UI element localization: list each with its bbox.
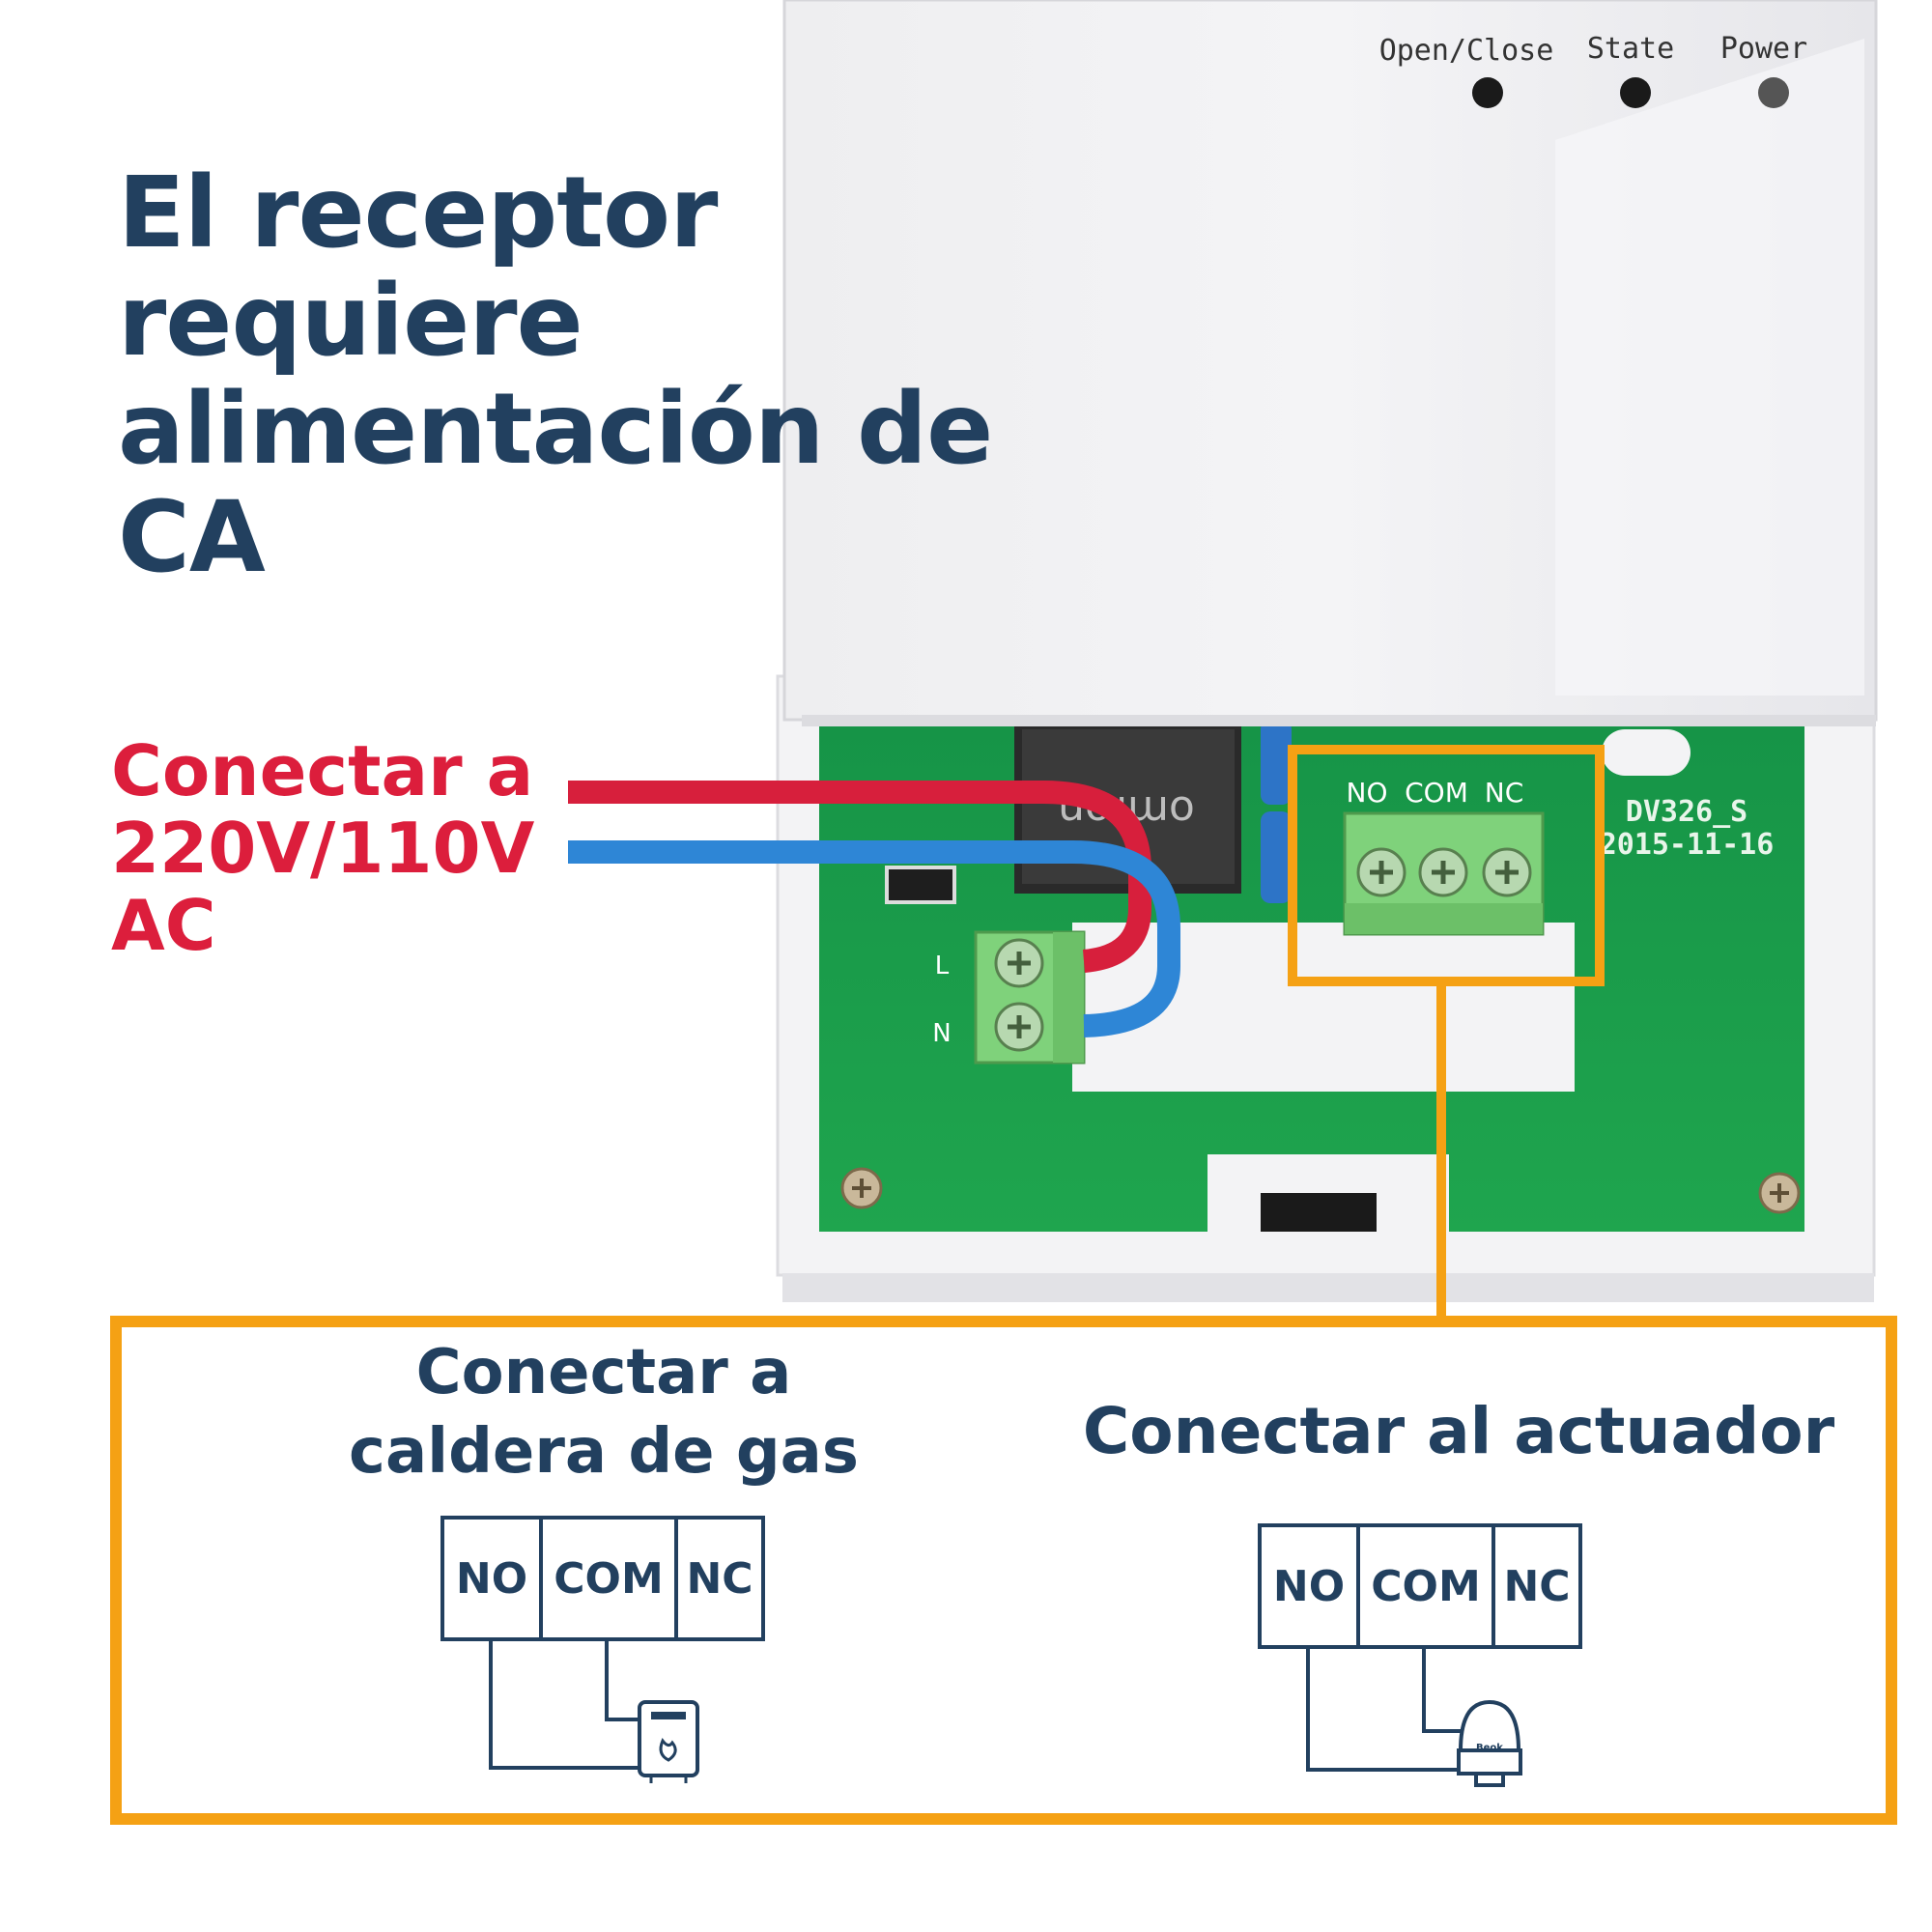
gas-boiler-icon <box>638 1700 699 1783</box>
gas-terminal-nc: NC <box>686 1553 753 1604</box>
gas-title-line-2: caldera de gas <box>349 1416 859 1488</box>
gas-terminal-no: NO <box>444 1520 543 1637</box>
led-state <box>1620 77 1651 108</box>
power-label-line-3: AC <box>111 885 216 966</box>
led-power <box>1758 77 1789 108</box>
act-terminal-no: NO <box>1262 1527 1360 1645</box>
terminal-label-l: L <box>935 952 950 980</box>
gas-wire-no <box>489 1641 639 1770</box>
pcb-label-no: NO <box>1347 777 1388 809</box>
board-id: DV326_S <box>1626 795 1747 829</box>
actuator-terminal-diagram: NO COM NC <box>1258 1523 1582 1649</box>
power-label-line-1: Conectar a <box>111 730 534 811</box>
act-terminal-com: COM <box>1360 1527 1495 1645</box>
terminal-label-n: N <box>932 1019 951 1048</box>
gas-wire-com <box>605 1641 639 1721</box>
gas-title-line-1: Conectar a <box>415 1337 792 1408</box>
pcb-label-nc: NC <box>1485 777 1524 809</box>
power-terminal-block <box>974 930 1086 1065</box>
gas-terminal-com: COM <box>543 1520 678 1637</box>
led-label-open-close: Open/Close <box>1379 34 1554 68</box>
actuator-brand: Beok <box>1476 1743 1503 1753</box>
pcb-label-com: COM <box>1405 777 1468 809</box>
led-label-state: State <box>1587 32 1674 66</box>
board-date: 2015-11-16 <box>1600 828 1775 862</box>
actuator-title: Conectar al actuador <box>1082 1394 1835 1468</box>
power-label-line-2: 220V/110V <box>111 808 535 889</box>
act-terminal-nc: NC <box>1503 1561 1571 1611</box>
led-open-close <box>1472 77 1503 108</box>
headline: El receptor requiere alimentación de CA <box>118 159 1084 592</box>
act-wire-com <box>1422 1649 1461 1733</box>
power-label: Conectar a 220V/110V AC <box>111 732 613 964</box>
headline-line-1: El receptor requiere <box>118 156 718 379</box>
gas-terminal-diagram: NO COM NC <box>440 1516 765 1641</box>
gas-boiler-title: Conectar a caldera de gas <box>348 1333 860 1492</box>
act-wire-no <box>1306 1649 1461 1772</box>
relay-terminal-block <box>1343 811 1545 936</box>
wiring-panel <box>110 1316 1897 1825</box>
actuator-icon <box>1457 1699 1522 1787</box>
headline-line-2: alimentación de CA <box>118 372 993 595</box>
neutral-wire <box>568 840 1180 1037</box>
led-label-power: Power <box>1720 32 1807 66</box>
